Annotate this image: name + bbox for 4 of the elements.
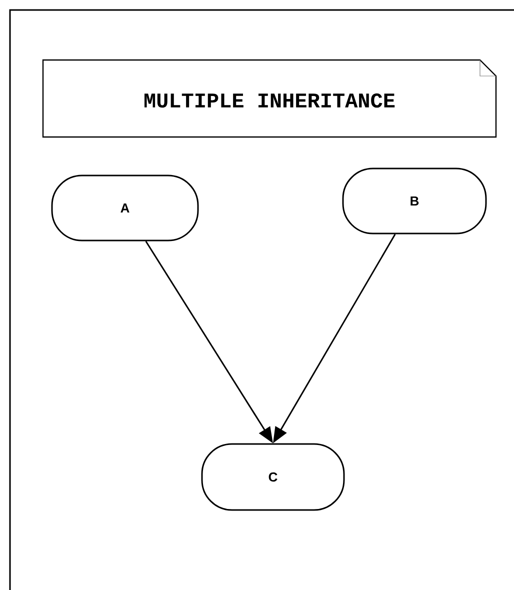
rounded-box: C xyxy=(201,443,345,511)
note-box: MULTIPLE INHERITANCE xyxy=(42,59,497,138)
rounded-box: B xyxy=(342,168,487,234)
rounded-box: A xyxy=(51,174,199,242)
